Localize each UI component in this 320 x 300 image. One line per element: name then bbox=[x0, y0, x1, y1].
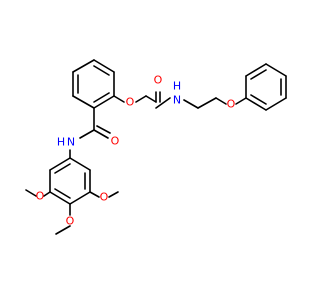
bond bbox=[72, 59, 95, 73]
oxygen-label: O bbox=[154, 74, 163, 87]
nitrogen-hydrogen-label: H bbox=[57, 136, 65, 149]
bond bbox=[197, 97, 217, 109]
nitrogen-label: N bbox=[173, 94, 181, 107]
bond bbox=[135, 95, 147, 103]
aromatic-inner-bond bbox=[54, 163, 71, 174]
trimethoxyphenyl-ring bbox=[49, 157, 91, 205]
aromatic-inner-bond bbox=[250, 94, 267, 105]
oxygen-label: O bbox=[36, 190, 45, 203]
bond bbox=[43, 191, 51, 197]
aromatic-inner-bond bbox=[93, 65, 110, 76]
aromatic-inner-bond bbox=[250, 69, 267, 80]
structure-svg: O O H N O O H N O O O bbox=[25, 59, 287, 235]
bond bbox=[245, 97, 267, 111]
bond bbox=[145, 95, 157, 103]
central-benzene-ring bbox=[72, 59, 115, 109]
bond bbox=[215, 97, 227, 105]
bond bbox=[25, 189, 37, 197]
bond bbox=[235, 97, 247, 105]
oxygen-label: O bbox=[227, 98, 236, 111]
bond bbox=[55, 225, 71, 235]
bond bbox=[108, 191, 119, 198]
oxygen-label: O bbox=[111, 135, 120, 148]
bond bbox=[93, 59, 115, 73]
oxygen-label: O bbox=[126, 96, 135, 109]
bond bbox=[265, 63, 287, 77]
aromatic-inner-bond bbox=[93, 92, 110, 103]
bond bbox=[69, 191, 91, 205]
bond bbox=[96, 125, 111, 134]
bond bbox=[79, 129, 95, 139]
bond bbox=[49, 191, 71, 205]
phenyl-ring bbox=[245, 63, 287, 111]
aromatic-inner-bond bbox=[54, 188, 71, 199]
bond bbox=[265, 97, 287, 111]
bond bbox=[72, 95, 95, 109]
bond bbox=[93, 95, 115, 109]
bond bbox=[69, 157, 91, 171]
nitrogen-hydrogen-label: H bbox=[173, 80, 181, 93]
oxygen-label: O bbox=[100, 191, 109, 204]
oxygen-label: O bbox=[66, 215, 75, 228]
bond bbox=[113, 95, 125, 103]
bond bbox=[93, 129, 109, 139]
bond bbox=[89, 191, 100, 198]
bond bbox=[49, 157, 71, 171]
molecule-diagram: O O H N O O H N O O O bbox=[25, 59, 287, 235]
bond bbox=[155, 97, 171, 109]
nitrogen-label: N bbox=[67, 136, 75, 149]
bond bbox=[245, 63, 267, 77]
bond bbox=[183, 99, 199, 109]
